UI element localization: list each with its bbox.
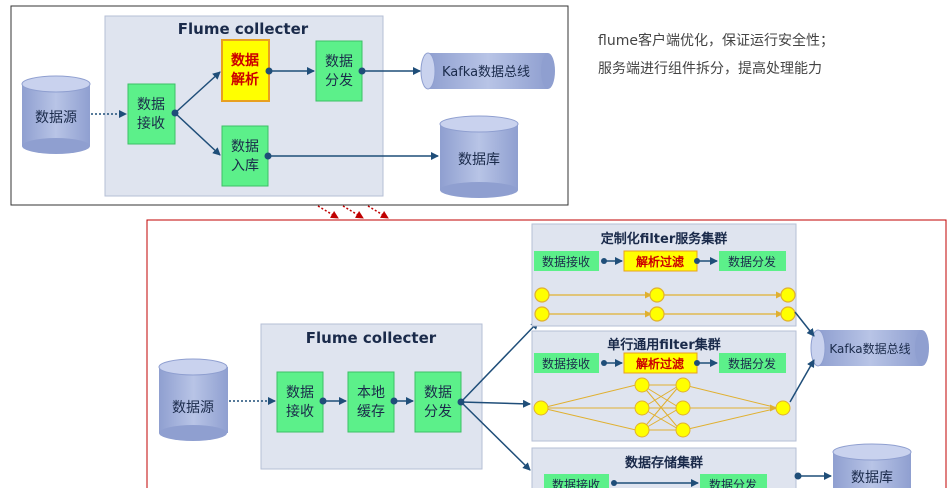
bottom-dispatch-l2: 分发: [424, 404, 452, 420]
bottom-arrow-to-cluster2: [460, 399, 531, 408]
bottom-collector-title: Flume collecter: [306, 329, 437, 347]
top-receive-box: [127, 83, 176, 145]
bottom-arrow-c1-kafka: [794, 311, 815, 337]
top-dispatch-l2: 分发: [325, 73, 353, 89]
bottom-receive-box: [276, 371, 324, 433]
top-kafka-label: Kafka数据总线: [442, 65, 530, 80]
bottom-database-cylinder: 数据库: [832, 443, 912, 488]
bottom-arrow-c2-kafka: [789, 359, 815, 403]
bottom-database-label: 数据库: [851, 470, 893, 486]
bottom-kafka-cylinder: Kafka数据总线: [810, 329, 929, 367]
transition-arrows: [317, 205, 389, 219]
top-arrow-receive-store: [174, 112, 221, 156]
bottom-dispatch-l1: 数据: [424, 385, 452, 401]
cluster2-receive-box: [534, 353, 599, 373]
top-source-label: 数据源: [35, 110, 77, 126]
top-database-cylinder: 数据库: [439, 115, 519, 198]
top-dispatch-l1: 数据: [325, 54, 353, 70]
top-receive-l2: 接收: [137, 115, 165, 132]
cluster2-parse: 解析过滤: [636, 356, 684, 371]
top-collector-title: Flume collecter: [178, 20, 309, 38]
cluster2-nodes: [533, 377, 791, 438]
bottom-receive-l1: 数据: [286, 385, 314, 401]
cluster1-dispatch-box: [719, 251, 786, 271]
top-store-l2: 入库: [231, 158, 259, 174]
bottom-source-cylinder: 数据源: [158, 358, 228, 441]
top-receive-l1: 数据: [137, 97, 165, 113]
bottom-receive-l2: 接收: [286, 403, 314, 420]
top-source-cylinder: 数据源: [21, 75, 91, 154]
bottom-cache-l1: 本地: [357, 385, 385, 401]
cluster1-receive: 数据接收: [542, 254, 590, 269]
cluster2-title: 单行通用filter集群: [607, 337, 721, 353]
cluster2-dispatch-box: [719, 353, 786, 373]
bottom-dispatch-box: [414, 371, 462, 433]
note-line-1: flume客户端优化，保证运行安全性；: [598, 33, 834, 49]
cluster3-receive-box: [544, 474, 609, 488]
cluster2-panel: [531, 330, 797, 442]
bottom-arrow-to-cluster1: [460, 321, 539, 403]
cluster3-dispatch-box: [700, 474, 767, 488]
cluster2-dispatch: 数据分发: [728, 356, 776, 371]
bottom-kafka-label: Kafka数据总线: [829, 341, 910, 356]
cluster1-parse: 解析过滤: [636, 254, 684, 269]
bottom-arrow-to-cluster3: [460, 401, 531, 471]
top-store-l1: 数据: [231, 139, 259, 155]
top-parse-l1: 数据: [231, 52, 259, 69]
top-dispatch-box: [315, 40, 363, 102]
cluster1-nodes: [534, 287, 796, 322]
cluster1-dispatch: 数据分发: [728, 254, 776, 269]
top-store-box: [221, 125, 269, 187]
cluster3-title: 数据存储集群: [625, 455, 703, 471]
cluster1-panel: [531, 223, 797, 327]
cluster3-receive: 数据接收: [552, 477, 600, 488]
top-database-label: 数据库: [458, 152, 500, 168]
top-arrow-receive-parse: [174, 71, 221, 114]
cluster3-dispatch: 数据分发: [709, 477, 757, 488]
note-line-2: 服务端进行组件拆分，提高处理能力: [598, 61, 822, 77]
top-parse-box: [221, 39, 270, 102]
cluster1-title: 定制化filter服务集群: [600, 231, 728, 247]
cluster1-receive-box: [534, 251, 599, 271]
top-kafka-cylinder: Kafka数据总线: [420, 52, 555, 90]
bottom-cache-box: [347, 371, 395, 433]
bottom-source-label: 数据源: [172, 400, 214, 416]
top-parse-l2: 解析: [231, 71, 259, 88]
cluster2-receive: 数据接收: [542, 356, 590, 371]
bottom-cache-l2: 缓存: [357, 404, 385, 420]
